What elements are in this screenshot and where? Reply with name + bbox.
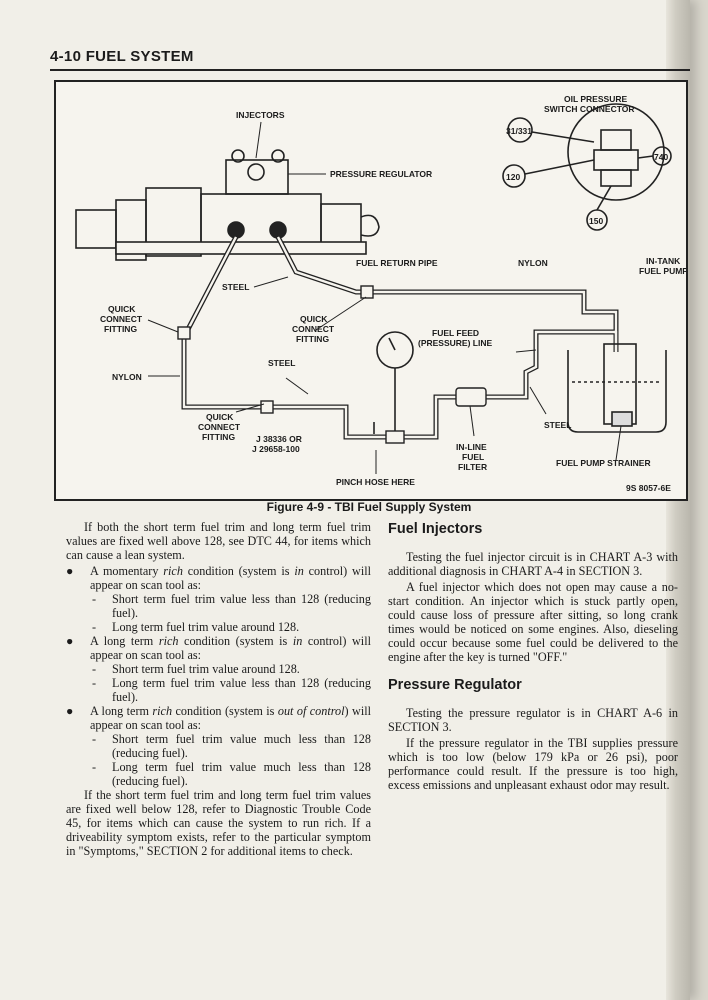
label-oil-pressure-2: SWITCH CONNECTOR <box>544 104 635 114</box>
label-qc-left-2: CONNECT <box>100 314 143 324</box>
closing-paragraph: If the short term fuel trim and long ter… <box>66 788 371 858</box>
quick-connect-left <box>177 326 191 340</box>
label-qc-low-3: FITTING <box>202 432 235 442</box>
label-pin-740: 740 <box>654 152 668 162</box>
inline-filter <box>455 387 487 407</box>
bullet-item: ●A long term rich condition (system is i… <box>66 634 371 662</box>
page-header: 4-10 FUEL SYSTEM <box>50 48 690 71</box>
heading-pressure-regulator: Pressure Regulator <box>388 677 522 693</box>
label-inline-3: FILTER <box>458 462 487 472</box>
label-qc-low-2: CONNECT <box>198 422 241 432</box>
quick-connect-low <box>260 400 274 414</box>
label-pin-120: 120 <box>506 172 520 182</box>
gauge-tee <box>385 430 405 444</box>
paragraph: Testing the pressure regulator is in CHA… <box>388 706 678 734</box>
heading-fuel-injectors: Fuel Injectors <box>388 521 483 537</box>
figure-code: 9S 8057-6E <box>626 483 671 493</box>
label-pin-150: 150 <box>589 216 603 226</box>
label-gauge-1: J 38336 OR <box>256 434 302 444</box>
dash-icon: - <box>92 662 97 676</box>
fuel-tank <box>567 350 667 433</box>
dash-icon: - <box>92 620 97 634</box>
label-strainer: FUEL PUMP STRAINER <box>556 458 651 468</box>
dash-icon: - <box>92 732 97 746</box>
label-fuel-return-pipe: FUEL RETURN PIPE <box>356 258 438 268</box>
bullet-icon: ● <box>66 564 74 578</box>
paragraph: If the pressure regulator in the TBI sup… <box>388 736 678 792</box>
figure-diagram: INJECTORS PRESSURE REGULATOR OIL PRESSUR… <box>54 80 688 501</box>
dash-icon: - <box>92 760 97 774</box>
label-pinch-hose: PINCH HOSE HERE <box>336 477 415 487</box>
dash-item: -Short term fuel trim value less than 12… <box>92 592 371 620</box>
label-gauge-2: J 29658-100 <box>252 444 300 454</box>
label-qc-mid-3: FITTING <box>296 334 329 344</box>
figure-caption: Figure 4-9 - TBI Fuel Supply System <box>266 500 472 514</box>
label-fuel-feed-1: FUEL FEED <box>432 328 479 338</box>
label-qc-left-1: QUICK <box>108 304 136 314</box>
label-injectors: INJECTORS <box>236 110 285 120</box>
label-qc-left-3: FITTING <box>104 324 137 334</box>
label-inline-2: FUEL <box>462 452 484 462</box>
pressure-regulator <box>225 159 289 195</box>
label-in-tank-2: FUEL PUMP <box>639 266 686 276</box>
label-nylon-left: NYLON <box>112 372 142 382</box>
label-nylon-top: NYLON <box>518 258 548 268</box>
dash-icon: - <box>92 592 97 606</box>
fuel-system-diagram: INJECTORS PRESSURE REGULATOR OIL PRESSUR… <box>75 94 686 493</box>
dash-item: -Long term fuel trim value much less tha… <box>92 760 371 788</box>
paragraph: A fuel injector which does not open may … <box>388 580 678 664</box>
label-steel-top: STEEL <box>222 282 249 292</box>
label-steel-mid: STEEL <box>268 358 295 368</box>
tbi-left-end <box>75 209 117 249</box>
manual-page: 4-10 FUEL SYSTEM <box>0 0 690 1000</box>
label-in-tank-1: IN-TANK <box>646 256 681 266</box>
label-inline-1: IN-LINE <box>456 442 487 452</box>
oil-pressure-connector <box>567 103 665 201</box>
dash-item: -Short term fuel trim value much less th… <box>92 732 371 760</box>
right-column: Fuel Injectors Testing the fuel injector… <box>388 520 678 794</box>
bullet-item: ●A long term rich condition (system is o… <box>66 704 371 732</box>
left-column: If both the short term fuel trim and lon… <box>66 520 371 860</box>
label-pin-31-331: 31/331 <box>506 126 532 136</box>
quick-connect-mid <box>360 285 374 299</box>
bullet-item: ●A momentary rich condition (system is i… <box>66 564 371 592</box>
label-steel-right: STEEL <box>544 420 571 430</box>
label-oil-pressure-1: OIL PRESSURE <box>564 94 627 104</box>
label-qc-low-1: QUICK <box>206 412 234 422</box>
label-pressure-regulator: PRESSURE REGULATOR <box>330 169 432 179</box>
dash-item: -Short term fuel trim value around 128. <box>92 662 300 676</box>
dash-icon: - <box>92 676 97 690</box>
paragraph: Testing the fuel injector circuit is in … <box>388 550 678 578</box>
label-fuel-feed-2: (PRESSURE) LINE <box>418 338 492 348</box>
bullet-icon: ● <box>66 704 74 718</box>
dash-item: -Long term fuel trim value less than 128… <box>92 676 371 704</box>
dash-item: -Long term fuel trim value around 128. <box>92 620 300 634</box>
intro-paragraph: If both the short term fuel trim and lon… <box>66 520 371 562</box>
label-qc-mid-1: QUICK <box>300 314 328 324</box>
bullet-icon: ● <box>66 634 74 648</box>
label-qc-mid-2: CONNECT <box>292 324 335 334</box>
